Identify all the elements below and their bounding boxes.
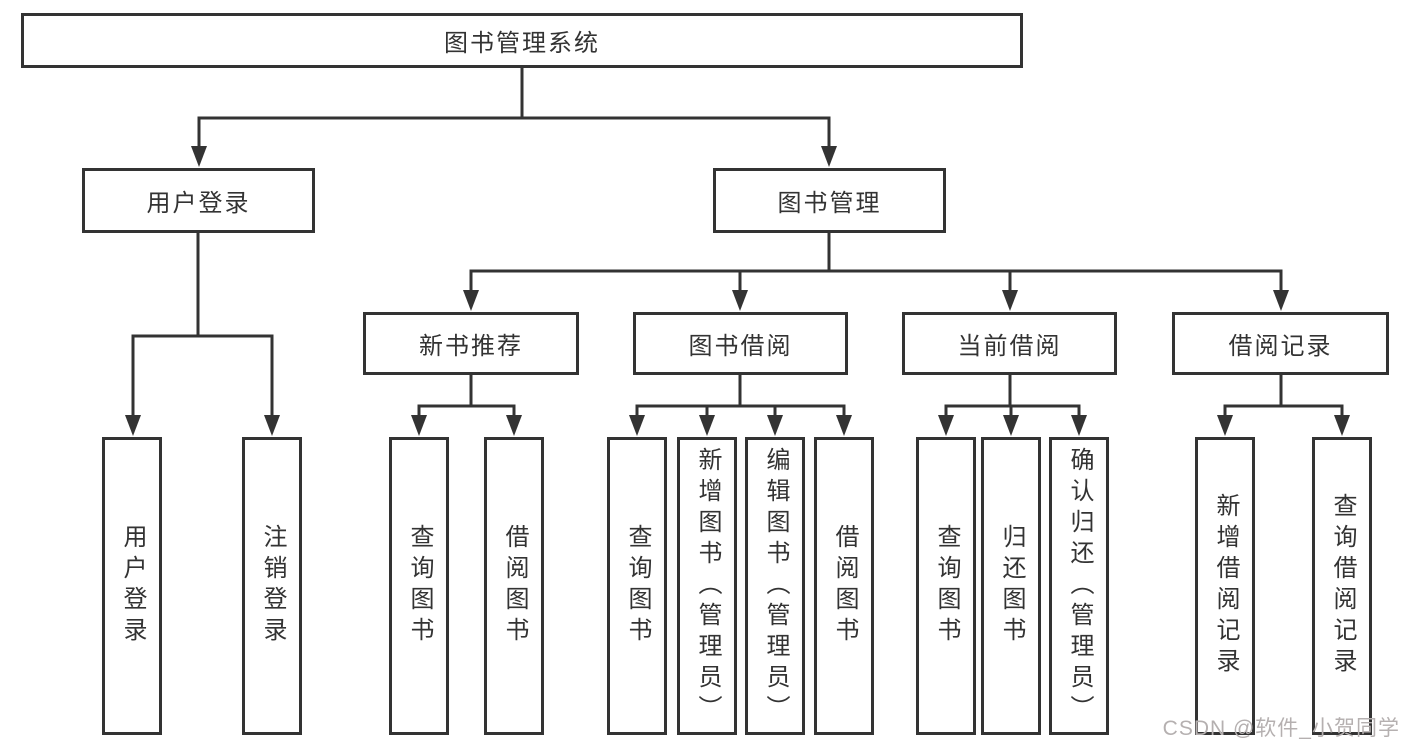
node-label: 查询图书: [406, 524, 433, 648]
node-label: 编辑图书（管理员）: [762, 446, 789, 726]
node-edit-book-admin: 编辑图书（管理员）: [745, 437, 805, 735]
node-label: 新书推荐: [419, 333, 523, 360]
node-query-borrow-record: 查询借阅记录: [1312, 437, 1372, 735]
node-borrowing-records: 借阅记录: [1172, 312, 1389, 375]
node-label: 当前借阅: [957, 333, 1062, 360]
node-label: 图书管理: [777, 190, 882, 217]
node-logout: 注销登录: [242, 437, 302, 735]
node-label: 借阅记录: [1228, 333, 1333, 360]
node-label: 借阅图书: [501, 524, 528, 648]
node-query-books-recommend: 查询图书: [389, 437, 449, 735]
node-book-management: 图书管理: [713, 168, 946, 233]
node-new-book-recommend: 新书推荐: [363, 312, 579, 375]
node-confirm-return-admin: 确认归还（管理员）: [1049, 437, 1109, 735]
node-label: 图书管理系统: [444, 30, 600, 57]
node-current-borrowing: 当前借阅: [902, 312, 1117, 375]
node-library-management-system: 图书管理系统: [21, 13, 1023, 68]
csdn-watermark: CSDN @软件_小贺同学: [1162, 717, 1400, 740]
node-label: 注销登录: [259, 524, 286, 648]
node-user-login-leaf: 用户登录: [102, 437, 162, 735]
node-borrow-books-recommend: 借阅图书: [484, 437, 544, 735]
node-label: 新增借阅记录: [1212, 493, 1239, 679]
node-return-book: 归还图书: [981, 437, 1041, 735]
node-label: 借阅图书: [831, 524, 858, 648]
node-label: 用户登录: [146, 190, 251, 217]
node-label: 查询图书: [624, 524, 651, 648]
node-label: 新增图书（管理员）: [694, 446, 721, 726]
node-query-books-borrowing: 查询图书: [607, 437, 667, 735]
node-label: 确认归还（管理员）: [1066, 446, 1093, 726]
node-label: 图书借阅: [688, 333, 793, 360]
node-query-books-current: 查询图书: [916, 437, 976, 735]
node-add-book-admin: 新增图书（管理员）: [677, 437, 737, 735]
node-label: 查询图书: [933, 524, 960, 648]
node-label: 归还图书: [998, 524, 1025, 648]
node-label: 查询借阅记录: [1329, 493, 1356, 679]
node-user-login: 用户登录: [82, 168, 315, 233]
node-add-borrow-record: 新增借阅记录: [1195, 437, 1255, 735]
node-borrow-books-borrowing: 借阅图书: [814, 437, 874, 735]
node-book-borrowing: 图书借阅: [633, 312, 848, 375]
node-label: 用户登录: [119, 524, 146, 648]
